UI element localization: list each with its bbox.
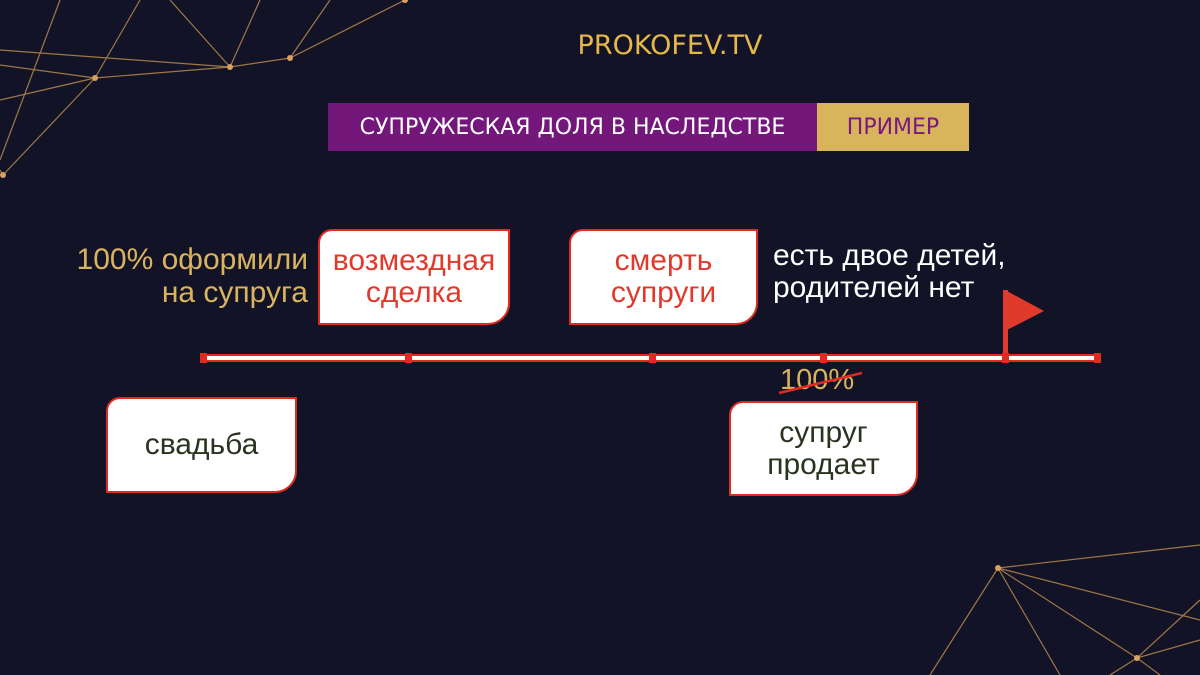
event-text: супруги (610, 276, 717, 309)
timeline-tick (649, 353, 656, 363)
heirs-note: есть двое детей, родителей нет (773, 240, 1006, 304)
struck-share: 100% (778, 364, 863, 397)
event-text: сделка (365, 276, 463, 309)
heirs-note-line: есть двое детей, (773, 239, 1006, 272)
event-box-wedding: свадьба (106, 397, 297, 493)
banner-tag: ПРИМЕР (817, 103, 969, 151)
timeline-tick (405, 353, 412, 363)
flag-icon (1003, 290, 1044, 358)
event-text: свадьба (144, 428, 259, 461)
left-note-line: на супруга (161, 276, 308, 309)
timeline-tick (1094, 353, 1101, 363)
event-text: продает (767, 447, 880, 481)
brand-title: PROKOFEV.TV (577, 30, 763, 61)
timeline-tick (200, 353, 207, 363)
banner-title: СУПРУЖЕСКАЯ ДОЛЯ В НАСЛЕДСТВЕ (328, 103, 817, 151)
event-box-spouse-sells: супруг продает (729, 401, 918, 496)
event-text: супруг (779, 415, 868, 449)
timeline-tick (1002, 353, 1009, 363)
left-note-line: 100% оформили (76, 243, 308, 276)
strikethrough-mark (778, 371, 863, 395)
event-box-paid-deal: возмездная сделка (318, 229, 510, 325)
title-banner: СУПРУЖЕСКАЯ ДОЛЯ В НАСЛЕДСТВЕ ПРИМЕР (328, 103, 969, 151)
heirs-note-line: родителей нет (773, 271, 975, 304)
left-note: 100% оформили на супруга (20, 243, 308, 309)
event-text: смерть (614, 244, 713, 277)
event-box-spouse-death: смерть супруги (569, 229, 758, 325)
timeline-tick (820, 353, 827, 363)
event-text: возмездная (332, 244, 496, 277)
